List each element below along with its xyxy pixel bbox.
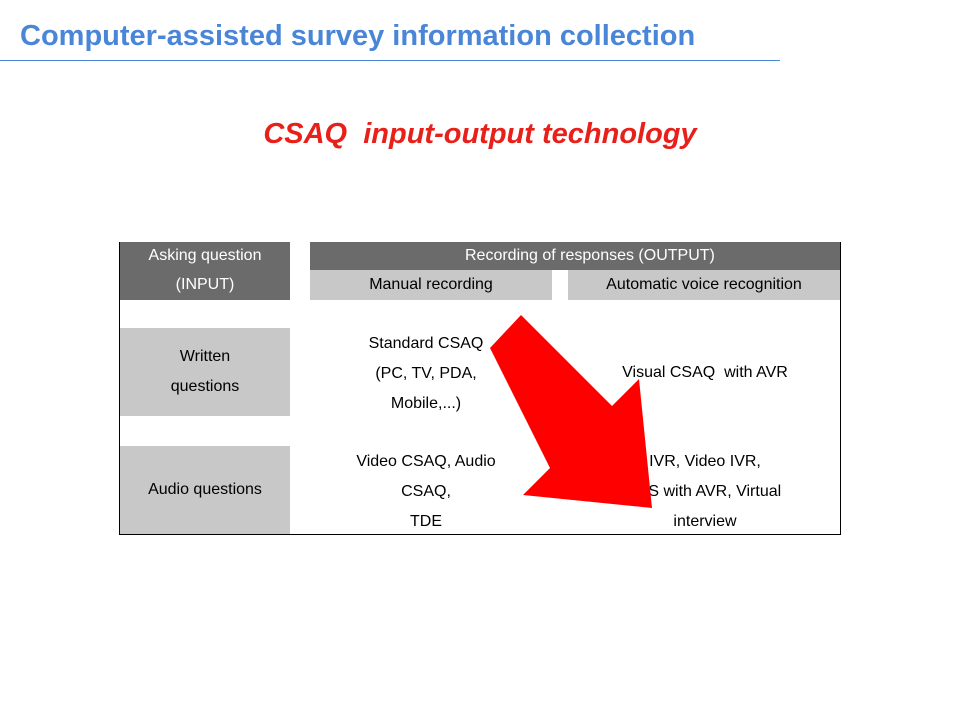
title-divider <box>0 60 780 61</box>
table-border-right <box>840 242 841 535</box>
written-auto-text: Visual CSAQ with AVR <box>622 364 788 381</box>
audio-manual-line3: TDE <box>410 513 442 530</box>
table-border-left <box>119 242 120 535</box>
audio-manual-cell: Video CSAQ, Audio CSAQ, TDE <box>320 446 532 538</box>
input-header-top: Asking question <box>120 242 290 270</box>
slide-subtitle: CSAQ input-output technology <box>263 118 697 150</box>
row-label-written: Written questions <box>120 328 290 416</box>
written-manual-line3: Mobile,...) <box>390 395 462 412</box>
automatic-voice-label: Automatic voice recognition <box>606 276 802 293</box>
automatic-voice-header: Automatic voice recognition <box>568 270 840 300</box>
input-header-line1: Asking question <box>148 247 262 264</box>
audio-auto-cell: IVR, Video IVR, TTS with AVR, Virtual in… <box>570 446 840 538</box>
written-manual-line1: Standard CSAQ <box>368 335 484 352</box>
audio-label: Audio questions <box>148 481 262 498</box>
audio-auto-line3: interview <box>673 513 737 530</box>
input-header-line2: (INPUT) <box>175 276 235 293</box>
slide-title: Computer-assisted survey information col… <box>20 20 696 52</box>
input-header-bottom: (INPUT) <box>120 270 290 300</box>
audio-manual-line1: Video CSAQ, Audio <box>356 453 496 470</box>
row-label-audio: Audio questions <box>120 446 290 534</box>
audio-manual-line2: CSAQ, <box>401 483 451 500</box>
audio-auto-line2: TTS with AVR, Virtual <box>628 483 782 500</box>
written-line2: questions <box>170 378 240 395</box>
manual-recording-header: Manual recording <box>310 270 552 300</box>
written-manual-cell: Standard CSAQ (PC, TV, PDA, Mobile,...) <box>330 328 522 420</box>
output-header-label: Recording of responses (OUTPUT) <box>465 247 715 264</box>
output-header: Recording of responses (OUTPUT) <box>310 242 840 270</box>
written-manual-line2: (PC, TV, PDA, <box>375 365 477 382</box>
written-auto-cell: Visual CSAQ with AVR <box>560 355 850 391</box>
written-line1: Written <box>179 348 231 365</box>
manual-recording-label: Manual recording <box>369 276 493 293</box>
table-border-bottom <box>119 534 841 535</box>
audio-auto-line1: IVR, Video IVR, <box>649 453 761 470</box>
